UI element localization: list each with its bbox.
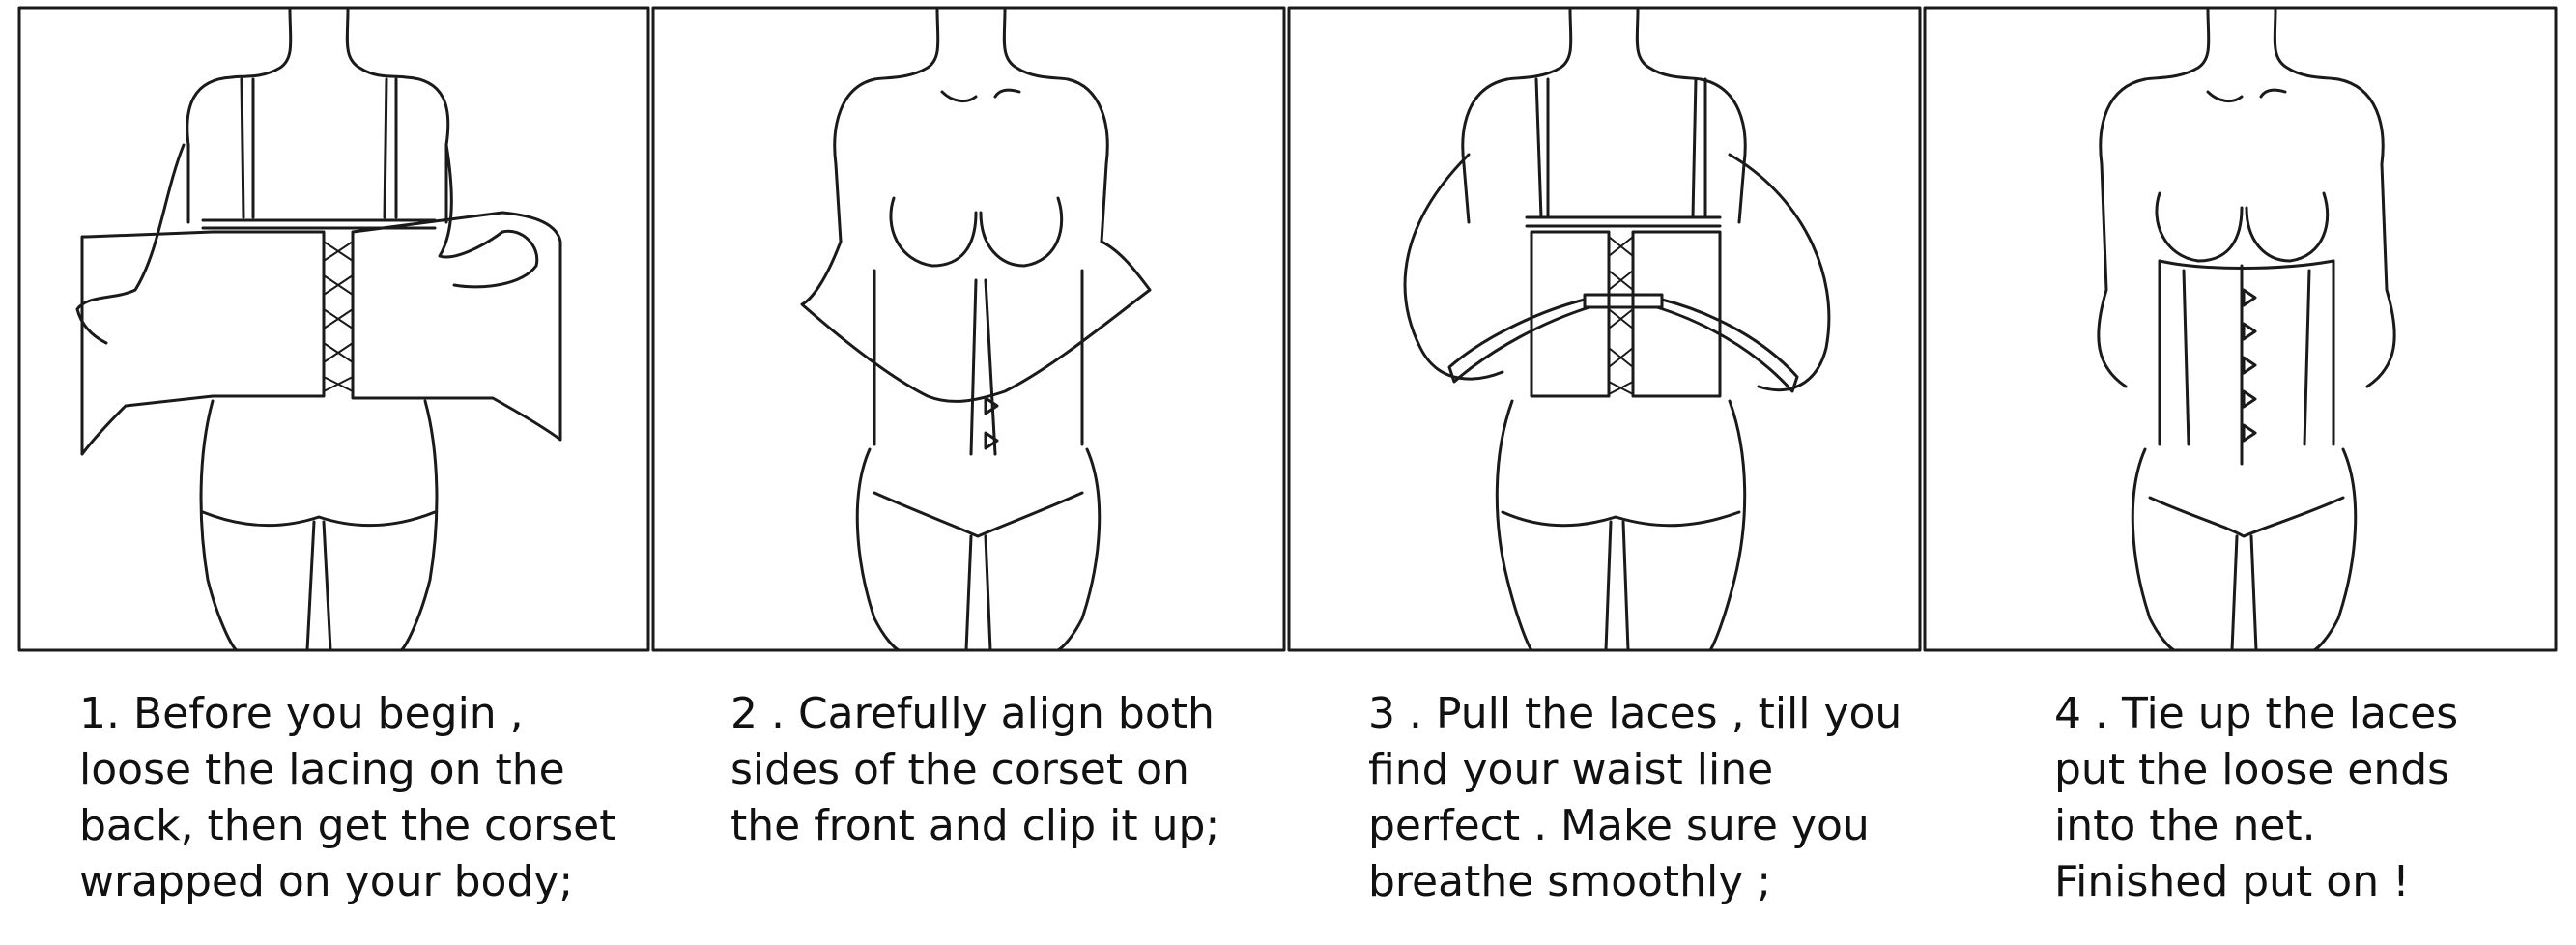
step-1-line-3: back, then get the corset [79, 801, 616, 850]
figure-back-open-corset [75, 8, 562, 652]
step-1-line-4: wrapped on your body; [79, 857, 574, 906]
step-4-line-4: Finished put on ! [2054, 857, 2410, 906]
step-1-line-1: 1. Before you begin , [79, 689, 524, 738]
panel-frame-2 [651, 6, 1286, 652]
panel-frames [17, 6, 2558, 652]
step-3-line-1: 3 . Pull the laces , till you [1368, 689, 1903, 738]
step-4-line-3: into the net. [2054, 801, 2316, 850]
step-3-line-3: perfect . Make sure you [1368, 801, 1870, 850]
panel-frame-1 [17, 6, 650, 652]
panel-frame-4 [1923, 6, 2558, 652]
step-1-line-2: loose the lacing on the [79, 745, 565, 794]
step-3-caption: 3 . Pull the laces , till you find your … [1368, 686, 1929, 910]
step-2-line-2: sides of the corset on [730, 745, 1189, 794]
panel-frame-3 [1287, 6, 1922, 652]
step-4-caption: 4 . Tie up the laces put the loose ends … [2054, 686, 2537, 910]
step-3-line-4: breathe smoothly ; [1368, 857, 1772, 906]
step-2-line-3: the front and clip it up; [730, 801, 1220, 850]
step-4-line-1: 4 . Tie up the laces [2054, 689, 2459, 738]
step-2-caption: 2 . Carefully align both sides of the co… [730, 686, 1291, 854]
figure-front-clipping [800, 8, 1152, 652]
step-3-line-2: find your waist line [1368, 745, 1774, 794]
figure-back-pulling-laces [1403, 8, 1831, 652]
step-2-line-1: 2 . Carefully align both [730, 689, 1215, 738]
figure-front-finished [2097, 8, 2396, 652]
step-4-line-2: put the loose ends [2054, 745, 2450, 794]
step-1-caption: 1. Before you begin , loose the lacing o… [79, 686, 640, 910]
